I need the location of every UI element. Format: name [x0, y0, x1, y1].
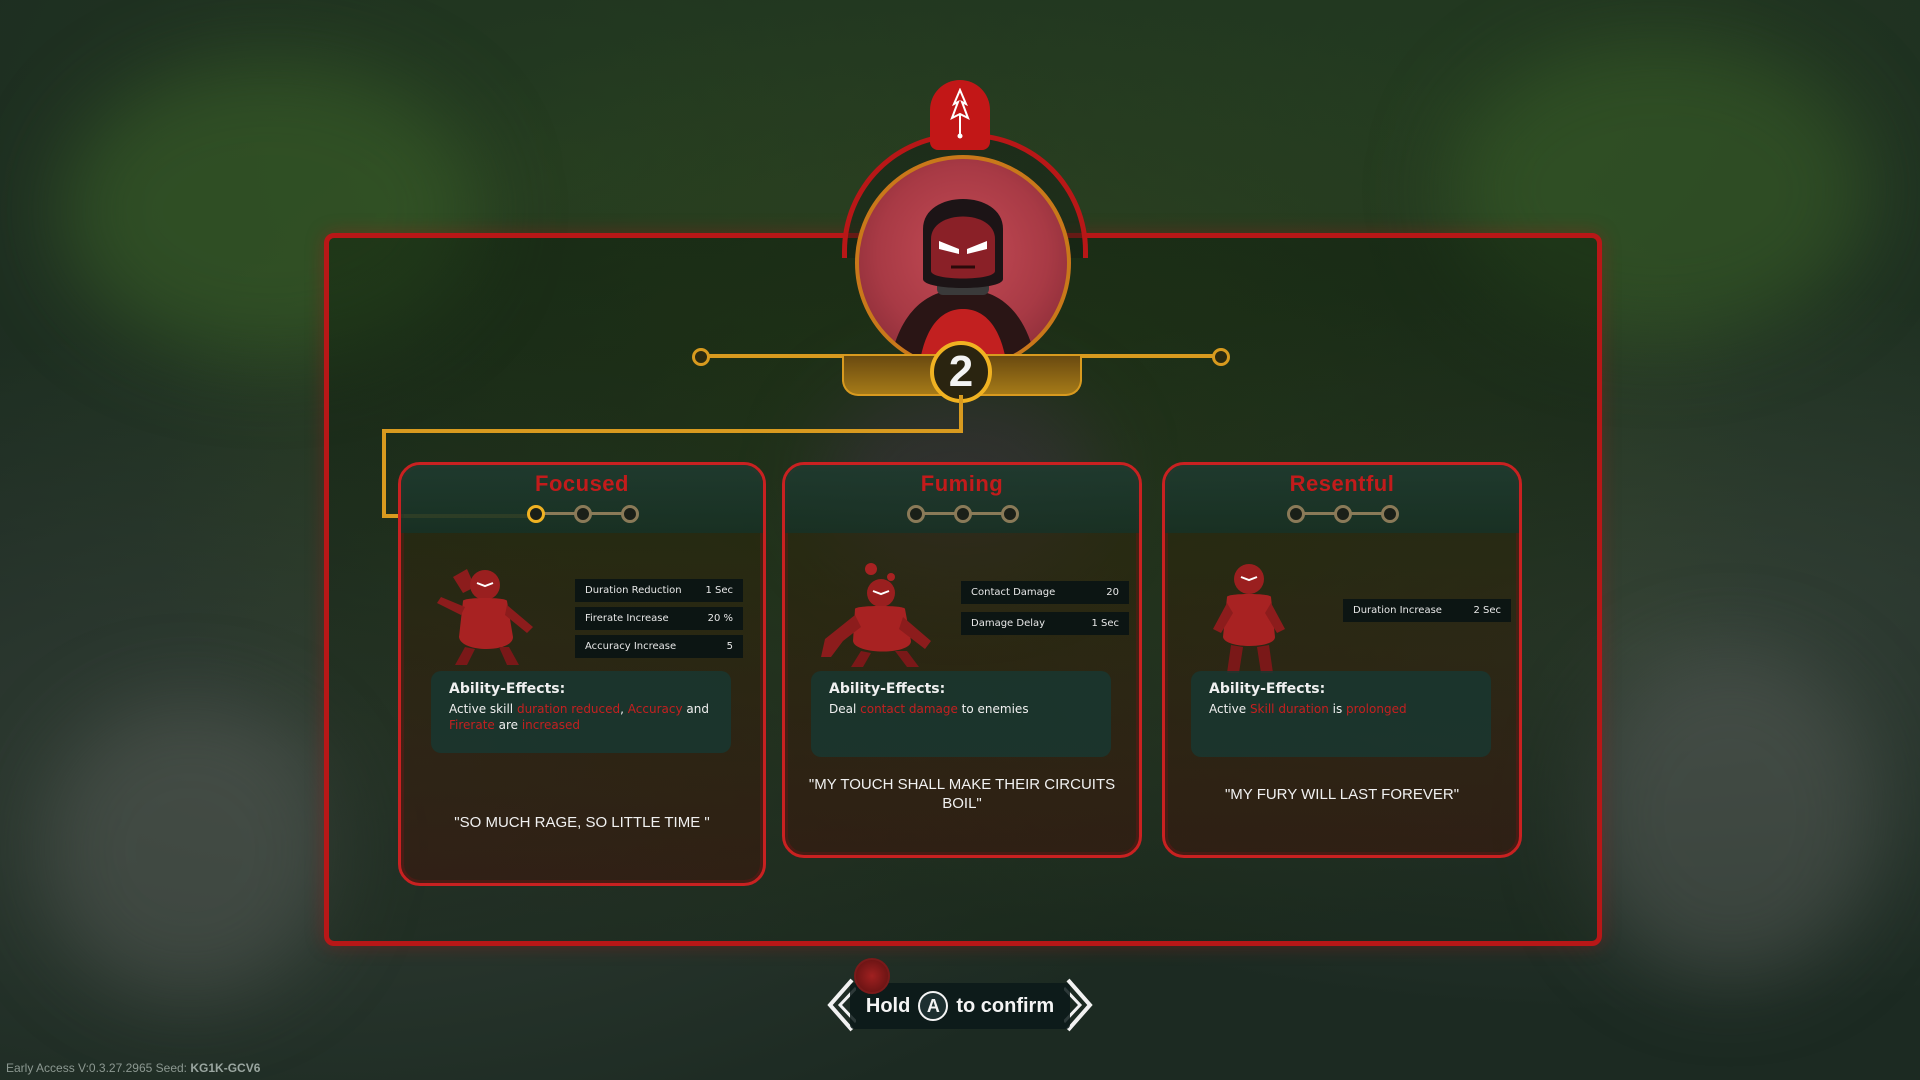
effect-text: are [494, 718, 522, 732]
card-title: Resentful [1289, 471, 1395, 496]
character-quote: "SO MUCH RAGE, SO LITTLE TIME " [454, 814, 710, 831]
effect-text: to enemies [957, 702, 1029, 716]
a-button-icon: A [918, 991, 949, 1021]
card-title: Focused [535, 471, 629, 496]
effect-text: , [620, 702, 628, 716]
character-pose-image [821, 563, 931, 667]
track-end-node-right [1212, 348, 1230, 366]
card-title: Fuming [920, 471, 1004, 496]
version-text: Early Access V:0.3.27.2965 Seed: [6, 1061, 188, 1075]
effects-text: Active skill duration reduced, Accuracy … [449, 701, 713, 733]
background-blob [60, 60, 480, 360]
character-quote: "MY FURY WILL LAST FOREVER" [1224, 786, 1460, 803]
tier-pips [907, 505, 1019, 523]
effects-text: Active Skill duration is prolonged [1209, 701, 1473, 717]
connector-line [959, 395, 963, 433]
effect-text: Active [1209, 702, 1250, 716]
effects-title: Ability-Effects: [829, 681, 946, 697]
confirm-hold-icon [854, 958, 890, 994]
level-badge: 2 [930, 341, 992, 403]
track-end-node-left [692, 348, 710, 366]
tier-pip [954, 505, 972, 523]
effect-keyword: contact damage [860, 702, 958, 716]
effects-title: Ability-Effects: [1209, 681, 1326, 697]
ability-effects-box: Ability-Effects: Deal contact damage to … [811, 671, 1111, 757]
effect-text: Deal [829, 702, 861, 716]
connector-line [382, 429, 386, 518]
character-pose-image [437, 569, 533, 665]
character-portrait [855, 155, 1071, 371]
effect-keyword: increased [521, 718, 581, 732]
effect-text: and [682, 702, 709, 716]
effect-keyword: Firerate [449, 718, 495, 732]
ability-effects-box: Ability-Effects: Active Skill duration i… [1191, 671, 1491, 757]
effect-keyword: duration reduced [516, 702, 621, 716]
connector-line [382, 429, 963, 433]
hold-to-confirm-button[interactable]: Hold A to confirm [850, 983, 1070, 1029]
confirm-label: to confirm [956, 994, 1055, 1017]
hold-label: Hold [865, 994, 911, 1017]
seed-value: KG1K-GCV6 [190, 1061, 261, 1075]
background-blob [40, 700, 340, 1000]
effect-keyword: prolonged [1346, 702, 1407, 716]
tier-pips [1287, 505, 1399, 523]
tier-pip [1287, 505, 1305, 523]
tier-pip [1334, 505, 1352, 523]
tier-pip [1001, 505, 1019, 523]
version-info: Early Access V:0.3.27.2965 Seed: KG1K-GC… [6, 1061, 260, 1075]
effects-title: Ability-Effects: [449, 681, 566, 697]
background-blob [1580, 650, 1880, 980]
effect-text: Active skill [449, 702, 517, 716]
tier-pips [527, 505, 639, 523]
tier-pip [621, 505, 639, 523]
character-quote: "MY TOUCH SHALL MAKE THEIR CIRCUITS BOIL… [808, 776, 1116, 812]
flame-emblem-icon [930, 80, 990, 150]
character-pose-image [1213, 564, 1285, 673]
ability-effects-box: Ability-Effects: Active skill duration r… [431, 671, 731, 753]
tier-pip [574, 505, 592, 523]
tier-pip [527, 505, 545, 523]
effect-keyword: Skill duration [1249, 702, 1329, 716]
tier-pip [1381, 505, 1399, 523]
effects-text: Deal contact damage to enemies [829, 701, 1093, 717]
effect-text: is [1328, 702, 1347, 716]
tier-pip [907, 505, 925, 523]
background-blob [1450, 40, 1870, 340]
effect-keyword: Accuracy [627, 702, 683, 716]
